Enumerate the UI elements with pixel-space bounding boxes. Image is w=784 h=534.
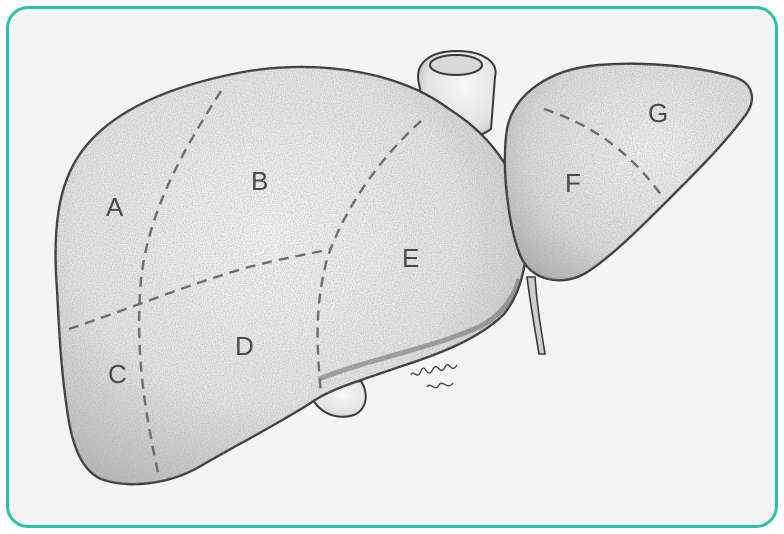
segment-label-f: F	[565, 168, 581, 198]
ligament-strand	[527, 277, 545, 354]
artist-signature	[411, 365, 457, 388]
liver-main-texture	[56, 67, 527, 484]
segment-label-d: D	[235, 331, 254, 361]
segment-label-g: G	[648, 98, 668, 128]
segment-label-b: B	[251, 166, 268, 196]
segment-label-a: A	[106, 192, 124, 222]
diagram-frame: A B C D E F G	[6, 6, 778, 528]
liver-left-texture	[505, 64, 752, 281]
vessel-opening	[430, 55, 482, 75]
segment-label-c: C	[108, 359, 127, 389]
liver-illustration: A B C D E F G	[9, 9, 775, 525]
segment-label-e: E	[402, 243, 419, 273]
